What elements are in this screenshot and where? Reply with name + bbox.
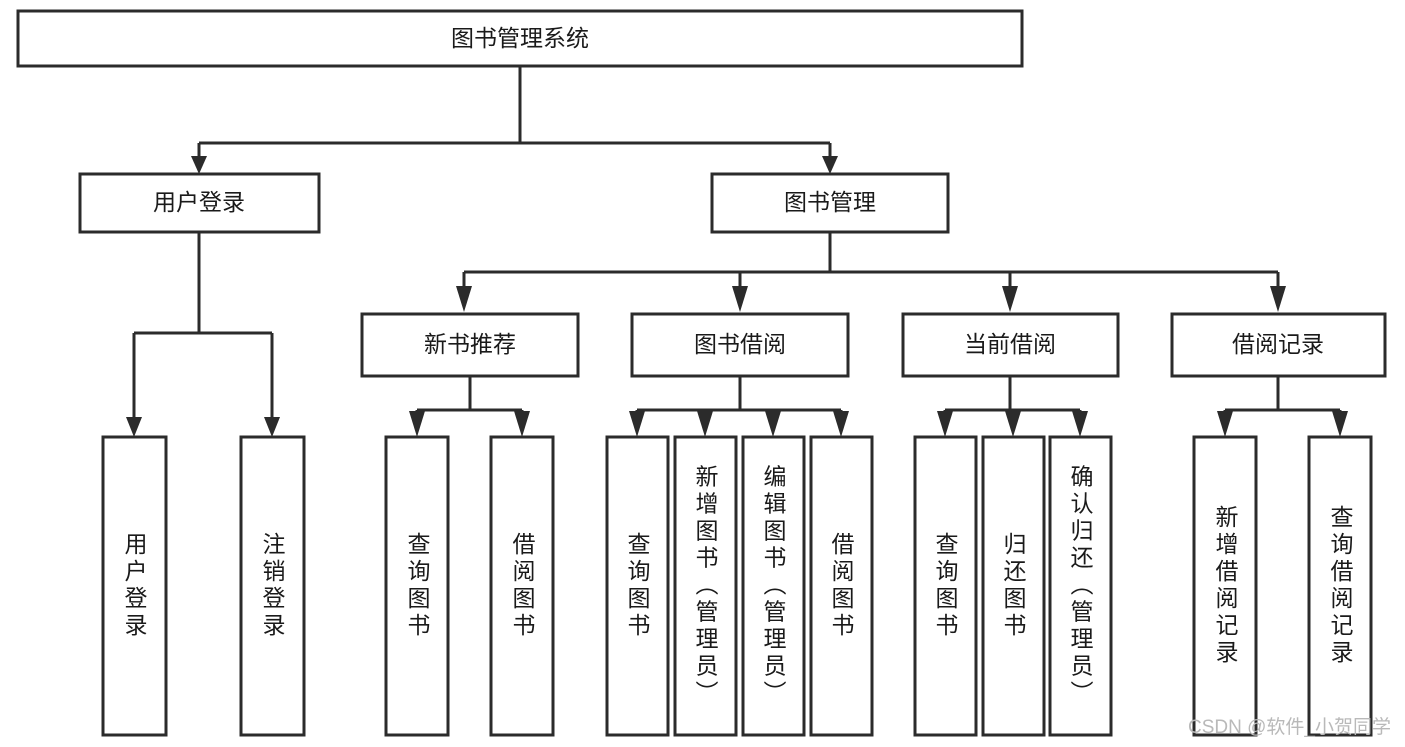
- arrow-head-new-book-rec-leaf-2: [514, 411, 530, 437]
- arrow-head-borrow-record: [1270, 286, 1286, 312]
- arrow-head-book-borrow-leaf-1: [629, 411, 645, 437]
- arrow-head-new-book-rec: [456, 286, 472, 312]
- node-new-book-rec-box[interactable]: [360, 312, 580, 378]
- leaf-book-borrow-3-box[interactable]: [741, 435, 806, 737]
- leaf-current-borrow-2-label: 归还图书: [1000, 532, 1027, 640]
- leaf-book-borrow-1-box[interactable]: [605, 435, 670, 737]
- leaf-book-borrow-1[interactable]: 查询图书: [605, 435, 670, 737]
- arrow-head-current-borrow-leaf-1: [937, 411, 953, 437]
- node-borrow-record[interactable]: 借阅记录: [1170, 312, 1387, 378]
- node-new-book-rec[interactable]: 新书推荐: [360, 312, 580, 378]
- node-user-login[interactable]: 用户登录: [78, 172, 321, 234]
- leaf-current-borrow-2-box[interactable]: [981, 435, 1046, 737]
- node-book-manage-box[interactable]: [710, 172, 950, 234]
- arrow-head-book-borrow-leaf-3: [765, 411, 781, 437]
- arrow-head-current-borrow-leaf-3: [1072, 411, 1088, 437]
- arrow-head-book-manage: [822, 156, 838, 174]
- leaf-book-borrow-2-box[interactable]: [673, 435, 738, 737]
- leaf-current-borrow-3-box[interactable]: [1048, 435, 1113, 737]
- leaf-current-borrow-1-label: 查询图书: [932, 532, 959, 640]
- arrow-head-borrow-record-leaf-1: [1217, 411, 1233, 437]
- node-current-borrow[interactable]: 当前借阅: [901, 312, 1120, 378]
- leaf-user-login-2[interactable]: 注销登录: [239, 435, 306, 737]
- leaf-current-borrow-3[interactable]: 确认归还（管理员）: [1048, 435, 1113, 737]
- leaf-borrow-record-2-box[interactable]: [1307, 435, 1373, 737]
- node-new-book-rec-label: 新书推荐: [424, 331, 516, 357]
- leaf-current-borrow-1-box[interactable]: [913, 435, 978, 737]
- leaf-current-borrow-3-label: 确认归还（管理员）: [1067, 465, 1094, 708]
- node-borrow-record-label: 借阅记录: [1232, 331, 1324, 357]
- leaf-new-book-rec-1-box[interactable]: [384, 435, 450, 737]
- arrow-head-new-book-rec-leaf-1: [409, 411, 425, 437]
- leaf-new-book-rec-2[interactable]: 借阅图书: [489, 435, 555, 737]
- leaf-user-login-1-label: 用户登录: [121, 532, 148, 640]
- leaf-book-borrow-4-label: 借阅图书: [828, 532, 855, 640]
- arrow-head-book-borrow-leaf-2: [697, 411, 713, 437]
- leaf-book-borrow-3-label: 编辑图书（管理员）: [760, 465, 787, 708]
- node-user-login-label: 用户登录: [153, 189, 245, 215]
- leaf-user-login-1-box[interactable]: [101, 435, 168, 737]
- node-user-login-box[interactable]: [78, 172, 321, 234]
- leaf-user-login-2-box[interactable]: [239, 435, 306, 737]
- leaf-book-borrow-2[interactable]: 新增图书（管理员）: [673, 435, 738, 737]
- node-book-borrow[interactable]: 图书借阅: [630, 312, 850, 378]
- arrow-head-user-login: [191, 156, 207, 174]
- leaf-borrow-record-1-label: 新增借阅记录: [1212, 505, 1239, 667]
- arrow-head-book-borrow: [732, 286, 748, 312]
- leaf-book-borrow-3[interactable]: 编辑图书（管理员）: [741, 435, 806, 737]
- leaf-book-borrow-1-label: 查询图书: [624, 532, 651, 640]
- node-book-borrow-box[interactable]: [630, 312, 850, 378]
- node-book-manage[interactable]: 图书管理: [710, 172, 950, 234]
- node-current-borrow-box[interactable]: [901, 312, 1120, 378]
- leaf-current-borrow-2[interactable]: 归还图书: [981, 435, 1046, 737]
- node-borrow-record-box[interactable]: [1170, 312, 1387, 378]
- leaf-borrow-record-2-label: 查询借阅记录: [1327, 505, 1354, 667]
- leaf-borrow-record-1[interactable]: 新增借阅记录: [1192, 435, 1258, 737]
- leaf-new-book-rec-1-label: 查询图书: [404, 532, 431, 640]
- connector-layer: [126, 66, 1348, 437]
- leaf-new-book-rec-2-box[interactable]: [489, 435, 555, 737]
- arrow-head-current-borrow: [1002, 286, 1018, 312]
- leaf-book-borrow-2-label: 新增图书（管理员）: [692, 465, 719, 708]
- arrow-head-book-borrow-leaf-4: [833, 411, 849, 437]
- leaf-new-book-rec-2-label: 借阅图书: [509, 532, 536, 640]
- node-root[interactable]: 图书管理系统: [16, 9, 1024, 68]
- leaf-borrow-record-1-box[interactable]: [1192, 435, 1258, 737]
- arrow-head-user-login-leaf-1: [126, 417, 142, 437]
- node-root-label: 图书管理系统: [451, 25, 589, 51]
- arrow-head-user-login-leaf-2: [264, 417, 280, 437]
- node-root-box[interactable]: [16, 9, 1024, 68]
- leaf-new-book-rec-1[interactable]: 查询图书: [384, 435, 450, 737]
- arrow-head-borrow-record-leaf-2: [1332, 411, 1348, 437]
- leaf-user-login-1[interactable]: 用户登录: [101, 435, 168, 737]
- node-book-manage-label: 图书管理: [784, 189, 876, 215]
- arrow-head-current-borrow-leaf-2: [1005, 411, 1021, 437]
- leaf-current-borrow-1[interactable]: 查询图书: [913, 435, 978, 737]
- leaf-user-login-2-label: 注销登录: [259, 532, 286, 640]
- leaf-book-borrow-4[interactable]: 借阅图书: [809, 435, 874, 737]
- node-book-borrow-label: 图书借阅: [694, 331, 786, 357]
- leaf-borrow-record-2[interactable]: 查询借阅记录: [1307, 435, 1373, 737]
- node-current-borrow-label: 当前借阅: [964, 331, 1056, 357]
- leaf-book-borrow-4-box[interactable]: [809, 435, 874, 737]
